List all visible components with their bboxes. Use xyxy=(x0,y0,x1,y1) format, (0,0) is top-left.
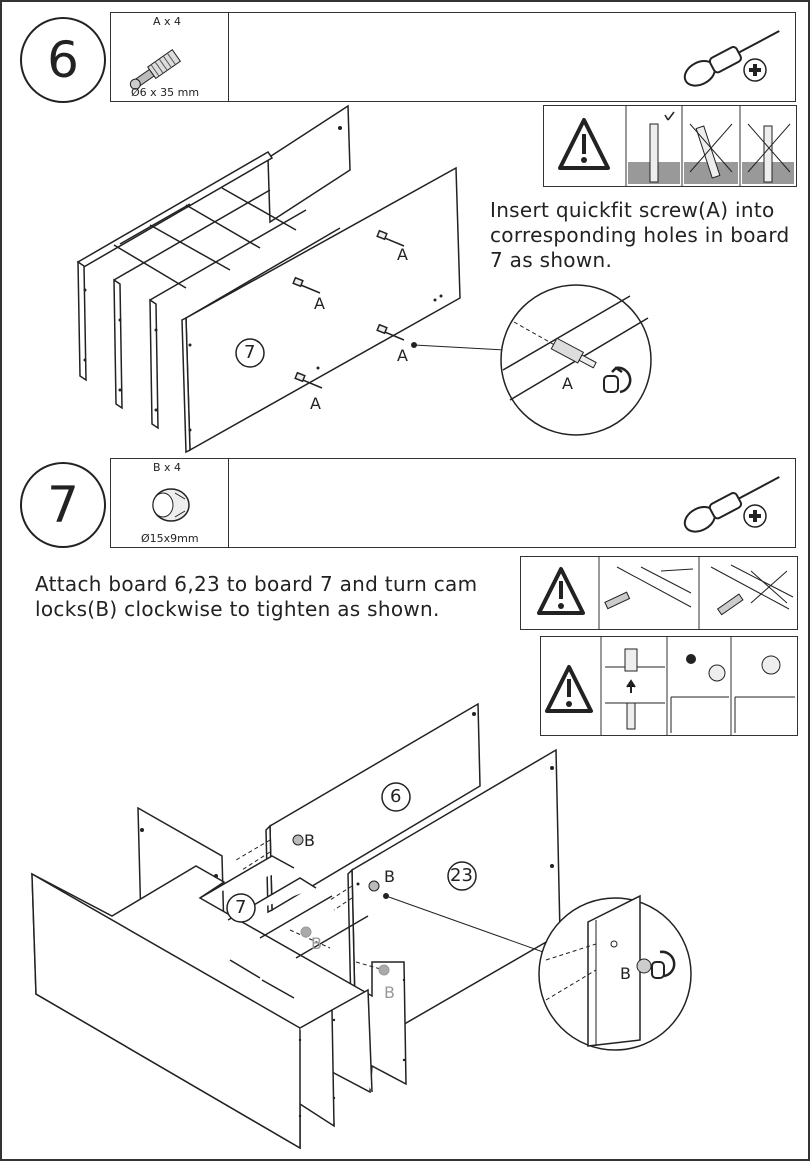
instruction-line: Attach board 6,23 to board 7 and turn ca… xyxy=(35,572,478,596)
quickfit-screw-icon xyxy=(129,49,182,90)
screwdriver-icon xyxy=(683,476,780,533)
warning-panel-step7a xyxy=(520,556,798,630)
board-label-23: 23 xyxy=(450,865,473,886)
warning-graphics xyxy=(545,637,795,735)
part-size: Ø6 x 35 mm xyxy=(131,86,200,99)
screw-label: A xyxy=(397,346,408,365)
screwdriver-icon xyxy=(683,30,780,87)
cam-label: B xyxy=(384,867,395,886)
part-quantity: A x 4 xyxy=(153,15,182,28)
cam-label: B xyxy=(384,983,395,1002)
parts-box-step6: A x 4 Ø6 x 35 mm xyxy=(110,12,796,102)
screw-label: A xyxy=(310,394,321,413)
part-quantity: B x 4 xyxy=(153,461,182,474)
screw-label: A xyxy=(397,245,408,264)
warning-panel-step6 xyxy=(543,105,797,187)
warning-panel-step7b xyxy=(540,636,798,736)
instruction-line: corresponding holes in board xyxy=(490,223,790,247)
warning-icon xyxy=(537,567,585,615)
quickfit-screw-group xyxy=(292,229,405,389)
instruction-line: locks(B) clockwise to tighten as shown. xyxy=(35,597,440,621)
warning-graphics xyxy=(537,557,794,629)
instruction-line: Insert quickfit screw(A) into xyxy=(490,198,775,222)
part-cell-a: A x 4 Ø6 x 35 mm xyxy=(111,13,229,101)
board-label-6: 6 xyxy=(390,786,402,807)
instruction-line: 7 as shown. xyxy=(490,248,613,272)
cam-label: B xyxy=(304,831,315,850)
detail-label: B xyxy=(620,964,631,983)
board-label-7: 7 xyxy=(244,342,256,363)
step6-assembly-diagram xyxy=(76,104,652,454)
screw-label: A xyxy=(314,294,325,313)
step6-instruction: Insert quickfit screw(A) into correspond… xyxy=(490,198,790,273)
part-cell-b: B x 4 Ø15x9mm xyxy=(111,459,229,547)
detail-label: A xyxy=(562,374,573,393)
cam-label: B xyxy=(311,934,322,953)
warning-graphics xyxy=(558,106,794,186)
cam-lock-icon xyxy=(152,488,190,522)
warning-icon xyxy=(545,665,593,713)
warning-icon xyxy=(558,118,610,170)
step-number-7: 7 xyxy=(20,462,106,548)
part-size: Ø15x9mm xyxy=(141,532,199,545)
board-label-7: 7 xyxy=(235,897,247,918)
parts-box-step7: B x 4 Ø15x9mm xyxy=(110,458,796,548)
step7-instruction: Attach board 6,23 to board 7 and turn ca… xyxy=(35,572,477,622)
step-number-6: 6 xyxy=(20,17,106,103)
